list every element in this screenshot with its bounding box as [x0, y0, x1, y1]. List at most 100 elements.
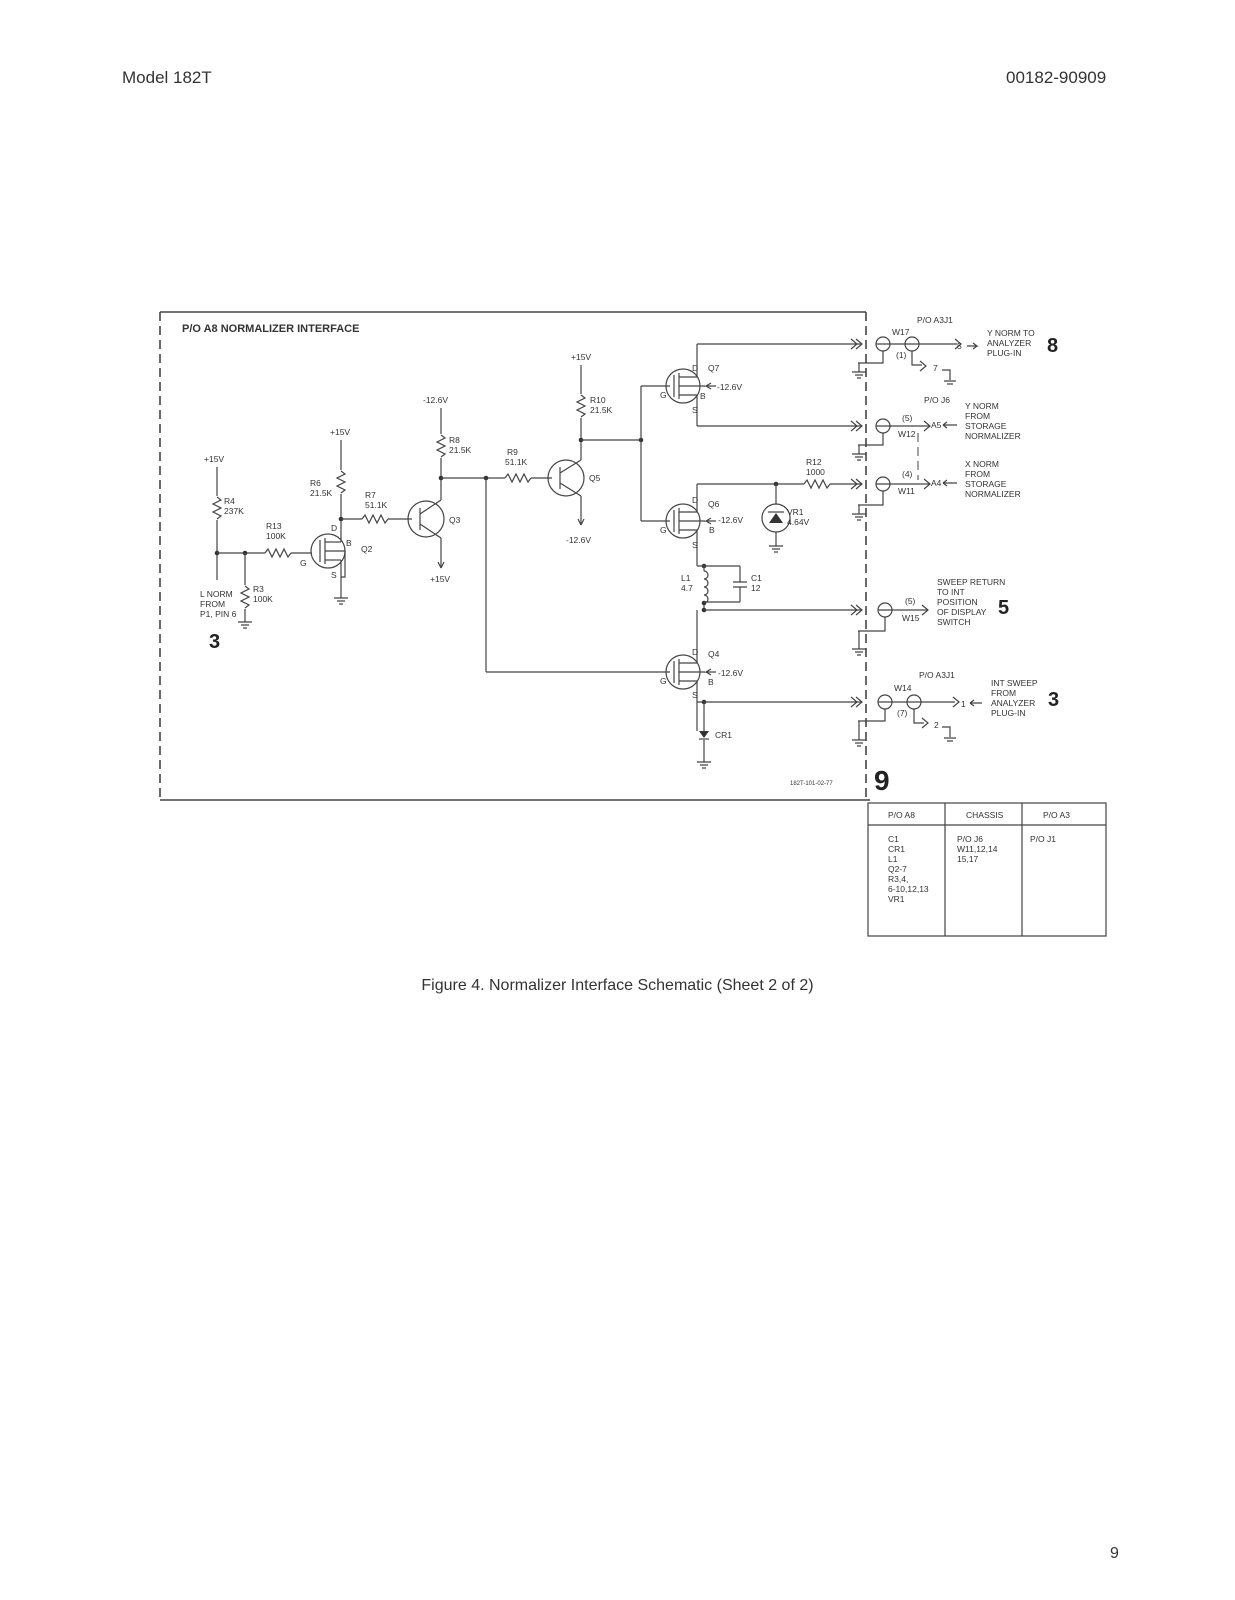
sweep-return-l2: TO INT — [937, 587, 965, 597]
pin-5-label: (5) — [902, 413, 913, 423]
ground-icon — [334, 597, 348, 605]
table-cell: R3,4, — [888, 874, 908, 884]
connector-label: P/O A3J1 — [919, 670, 955, 680]
r3-label: R3 — [253, 584, 264, 594]
y-norm-from-l2: FROM — [965, 411, 990, 421]
rail-label: +15V — [571, 352, 591, 362]
r4-value: 237K — [224, 506, 244, 516]
r12-value: 1000 — [806, 467, 825, 477]
q4-drain-label: D — [692, 647, 698, 657]
q2-gate-label: G — [300, 558, 307, 568]
document-number: 00182-90909 — [1006, 68, 1107, 87]
r8-value: 21.5K — [449, 445, 472, 455]
resistor-r6 — [335, 470, 347, 494]
cr1-label: CR1 — [715, 730, 732, 740]
r4-label: R4 — [224, 496, 235, 506]
pin-5b-label: (5) — [905, 596, 916, 606]
w17-label: W17 — [892, 327, 910, 337]
sheet-page-ref: 9 — [874, 765, 890, 796]
r9-label: R9 — [507, 447, 518, 457]
q4-bias-label: -12.6V — [718, 668, 743, 678]
q7-body-label: B — [700, 391, 706, 401]
x-norm-from-l3: STORAGE — [965, 479, 1007, 489]
table-header-3: P/O A3 — [1043, 810, 1070, 820]
table-cell: C1 — [888, 834, 899, 844]
transistor-q3 — [407, 499, 445, 539]
sweep-return-l4: OF DISPLAY — [937, 607, 987, 617]
q6-gate-label: G — [660, 525, 667, 535]
w12-label: W12 — [898, 429, 916, 439]
pin-1-label: 1 — [961, 699, 966, 709]
q6-source-label: S — [692, 540, 698, 550]
resistor-r7 — [361, 513, 389, 525]
int-sweep-l3: ANALYZER — [991, 698, 1035, 708]
model-label: Model 182T — [122, 68, 212, 87]
table-cell: VR1 — [888, 894, 905, 904]
vr1-label: VR1 — [787, 507, 804, 517]
diode-cr1 — [699, 731, 709, 740]
rail-label: +15V — [430, 574, 450, 584]
y-norm-to-l1: Y NORM TO — [987, 328, 1035, 338]
resistor-r8 — [435, 434, 447, 458]
pin-a4-label: A4 — [931, 478, 942, 488]
r10-label: R10 — [590, 395, 606, 405]
w11-label: W11 — [898, 486, 915, 496]
l1-value: 4.7 — [681, 583, 693, 593]
sweep-return-ref: 5 — [998, 597, 1009, 619]
table-cell: CR1 — [888, 844, 905, 854]
rail-label: +15V — [204, 454, 224, 464]
l1-label: L1 — [681, 573, 691, 583]
q4-body-label: B — [708, 677, 714, 687]
resistor-r4 — [211, 496, 223, 520]
int-sweep-l2: FROM — [991, 688, 1016, 698]
q6-body-label: B — [709, 525, 715, 535]
input-label-1: L NORM — [200, 589, 233, 599]
figure-caption: Figure 4. Normalizer Interface Schematic… — [421, 977, 814, 994]
q2-source-label: S — [331, 570, 337, 580]
q6-drain-label: D — [692, 495, 698, 505]
q4-source-label: S — [692, 690, 698, 700]
resistor-r9 — [504, 472, 532, 484]
y-norm-to-l3: PLUG-IN — [987, 348, 1021, 358]
r8-label: R8 — [449, 435, 460, 445]
pin-4-label: (4) — [902, 469, 913, 479]
c1-label: C1 — [751, 573, 762, 583]
int-sweep-l4: PLUG-IN — [991, 708, 1025, 718]
table-cell: P/O J6 — [957, 834, 983, 844]
r7-value: 51.1K — [365, 500, 388, 510]
input-label-3: P1, PIN 6 — [200, 609, 237, 619]
connector-label: P/O J6 — [924, 395, 950, 405]
x-norm-from-l2: FROM — [965, 469, 990, 479]
q6-bias-label: -12.6V — [718, 515, 743, 525]
q7-label: Q7 — [708, 363, 720, 373]
r3-value: 100K — [253, 594, 273, 604]
q4-label: Q4 — [708, 649, 720, 659]
w15-label: W15 — [902, 613, 920, 623]
c1-value: 12 — [751, 583, 761, 593]
y-norm-from-l4: NORMALIZER — [965, 431, 1021, 441]
table-cell: Q2-7 — [888, 864, 907, 874]
resistor-r10 — [575, 394, 587, 418]
q7-gate-label: G — [660, 390, 667, 400]
table-header-2: CHASSIS — [966, 810, 1004, 820]
pin-7-label: 7 — [933, 363, 938, 373]
resistor-r12 — [803, 478, 831, 490]
transistor-q7 — [665, 368, 705, 404]
ground-icon — [769, 545, 783, 553]
q5-label: Q5 — [589, 473, 601, 483]
q2-drain-label: D — [331, 523, 337, 533]
ground-icon — [697, 761, 711, 769]
capacitor-c1 — [733, 581, 747, 588]
q7-source-label: S — [692, 405, 698, 415]
int-sweep-ref: 3 — [1048, 689, 1059, 711]
resistor-r13 — [264, 547, 292, 559]
int-sweep-l1: INT SWEEP — [991, 678, 1038, 688]
rail-label: +15V — [330, 427, 350, 437]
input-page-ref: 3 — [209, 631, 220, 653]
transistor-q6 — [665, 503, 705, 539]
q7-bias-label: -12.6V — [717, 382, 742, 392]
q6-label: Q6 — [708, 499, 720, 509]
sweep-return-l1: SWEEP RETURN — [937, 577, 1005, 587]
drawing-id: 182T-101-02-77 — [790, 781, 833, 787]
vr1-value: 4.64V — [787, 517, 810, 527]
